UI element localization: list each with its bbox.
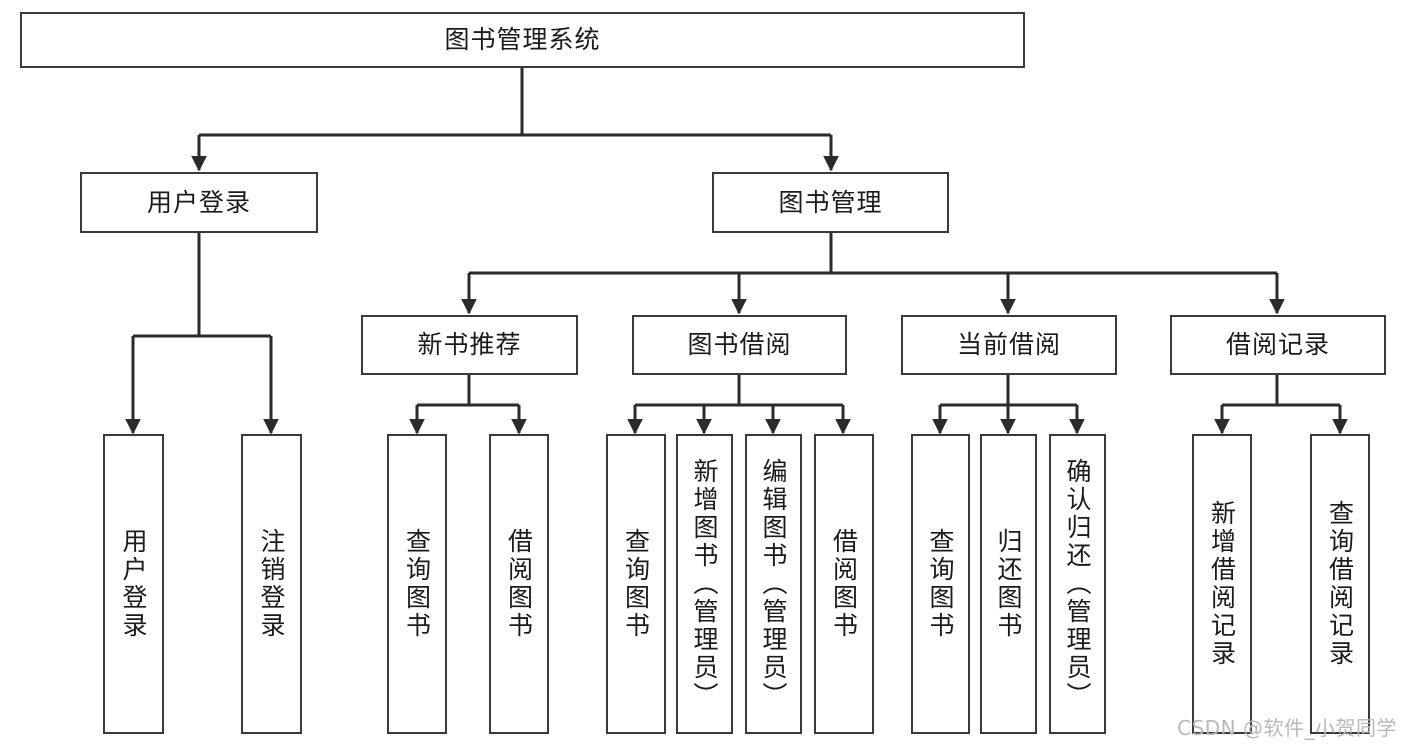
node-current-borrow[interactable]: 当前借阅	[901, 315, 1117, 375]
node-leaf-borrow-book-2-label: 借阅图书	[829, 528, 859, 640]
node-leaf-query-book-2[interactable]: 查询图书	[606, 434, 666, 734]
node-leaf-edit-book-label: 编辑图书（管理员）	[759, 458, 788, 710]
node-leaf-query-book-1-label: 查询图书	[402, 528, 432, 640]
watermark: CSDN @软件_小贺同学	[1177, 716, 1397, 740]
node-leaf-add-borrow-record-label: 新增借阅记录	[1207, 500, 1237, 668]
node-leaf-return-book[interactable]: 归还图书	[980, 434, 1037, 734]
node-leaf-query-book-3[interactable]: 查询图书	[911, 434, 970, 734]
node-root-label: 图书管理系统	[444, 25, 601, 54]
node-leaf-query-book-2-label: 查询图书	[621, 528, 651, 640]
node-root[interactable]: 图书管理系统	[20, 12, 1025, 68]
node-user-login[interactable]: 用户登录	[80, 172, 318, 233]
node-leaf-user-login[interactable]: 用户登录	[103, 434, 164, 734]
node-new-book-recommend-label: 新书推荐	[417, 330, 522, 359]
node-book-borrow[interactable]: 图书借阅	[632, 315, 847, 375]
node-borrow-record-label: 借阅记录	[1225, 330, 1330, 359]
node-leaf-borrow-book-1[interactable]: 借阅图书	[489, 434, 549, 734]
node-leaf-edit-book[interactable]: 编辑图书（管理员）	[745, 434, 802, 734]
node-borrow-record[interactable]: 借阅记录	[1170, 315, 1386, 375]
node-leaf-query-borrow-record[interactable]: 查询借阅记录	[1310, 434, 1370, 734]
node-leaf-add-book-label: 新增图书（管理员）	[690, 458, 719, 710]
node-leaf-query-borrow-record-label: 查询借阅记录	[1325, 500, 1355, 668]
node-new-book-recommend[interactable]: 新书推荐	[361, 315, 578, 375]
node-book-management[interactable]: 图书管理	[712, 172, 949, 233]
node-leaf-logout-login-label: 注销登录	[257, 528, 286, 640]
node-leaf-query-book-3-label: 查询图书	[926, 528, 955, 640]
node-book-borrow-label: 图书借阅	[687, 330, 792, 359]
node-user-login-label: 用户登录	[146, 187, 251, 217]
node-leaf-user-login-label: 用户登录	[119, 528, 148, 640]
node-current-borrow-label: 当前借阅	[956, 330, 1061, 359]
node-leaf-return-book-label: 归还图书	[994, 528, 1023, 640]
node-leaf-confirm-return-label: 确认归还（管理员）	[1063, 458, 1092, 710]
node-leaf-logout-login[interactable]: 注销登录	[241, 434, 302, 734]
node-leaf-add-book[interactable]: 新增图书（管理员）	[676, 434, 733, 734]
node-leaf-query-book-1[interactable]: 查询图书	[387, 434, 447, 734]
node-leaf-confirm-return[interactable]: 确认归还（管理员）	[1049, 434, 1106, 734]
node-leaf-borrow-book-1-label: 借阅图书	[504, 528, 534, 640]
node-leaf-borrow-book-2[interactable]: 借阅图书	[814, 434, 874, 734]
node-book-management-label: 图书管理	[778, 187, 883, 217]
node-leaf-add-borrow-record[interactable]: 新增借阅记录	[1192, 434, 1252, 734]
